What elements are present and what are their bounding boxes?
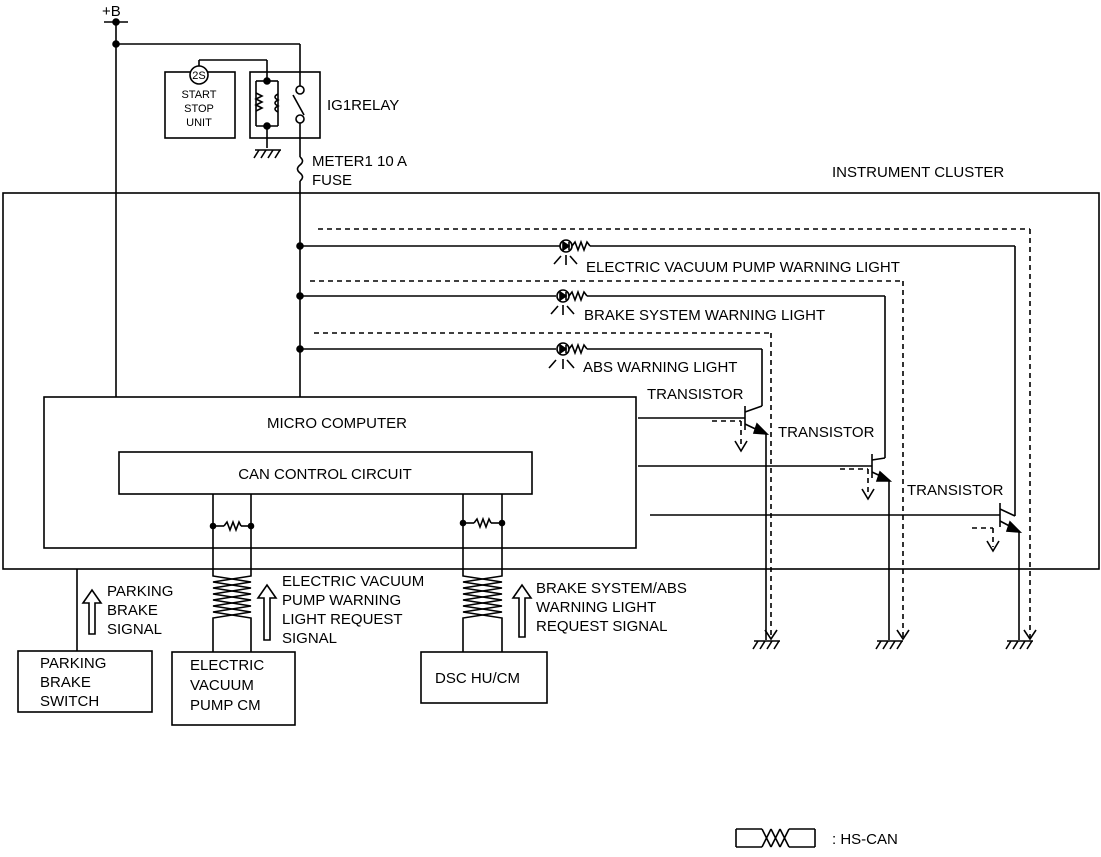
parking-signal-line-3: SIGNAL (107, 621, 162, 638)
evp-cm-box (171, 651, 296, 726)
evp-cm-line-2: VACUUM (190, 677, 254, 694)
transistor-2-label: TRANSISTOR (778, 424, 875, 441)
ig1-relay-box (249, 44, 321, 159)
can-control-circuit-label: CAN CONTROL CIRCUIT (238, 466, 412, 483)
can-bus-evp (209, 494, 255, 652)
evp-signal-line-2: PUMP WARNING (282, 592, 401, 609)
start-stop-label-2: STOP (184, 103, 214, 115)
abs-warning-light-label: ABS WARNING LIGHT (583, 359, 737, 376)
fuse-label-1: METER1 10 A (312, 153, 407, 170)
plus-b-label: +B (102, 3, 121, 20)
dashed-control-lines (310, 228, 1031, 638)
evp-signal-line-4: SIGNAL (282, 630, 337, 647)
parking-brake-switch-line-1: PARKING (40, 655, 106, 672)
evp-cm-line-1: ELECTRIC (190, 657, 264, 674)
parking-brake-signal-arrow (81, 588, 103, 635)
brake-abs-signal-line-3: REQUEST SIGNAL (536, 618, 667, 635)
evp-cm-line-3: PUMP CM (190, 697, 261, 714)
abs-warning-light-circuit (300, 342, 763, 406)
evp-warning-light-label: ELECTRIC VACUUM PUMP WARNING LIGHT (586, 259, 900, 276)
ground-symbols (752, 640, 1033, 650)
brake-warning-light-label: BRAKE SYSTEM WARNING LIGHT (584, 307, 825, 324)
start-stop-label-3: UNIT (186, 117, 212, 129)
ig1-relay-label: IG1RELAY (327, 97, 399, 114)
brake-abs-signal-line-2: WARNING LIGHT (536, 599, 656, 616)
transistor-1-symbol (638, 405, 770, 640)
brake-abs-signal-line-1: BRAKE SYSTEM/ABS (536, 580, 687, 597)
brake-abs-request-signal-arrow (511, 583, 533, 638)
can-bus-dsc (459, 494, 506, 652)
transistor-2-symbol (638, 454, 893, 640)
dsc-hu-cm-box (420, 651, 548, 704)
evp-signal-line-1: ELECTRIC VACUUM (282, 573, 424, 590)
hs-can-legend-label: : HS-CAN (832, 831, 898, 848)
evp-request-signal-arrow (256, 583, 278, 641)
fuse-label-2: FUSE (312, 172, 352, 189)
instrument-cluster-label: INSTRUMENT CLUSTER (832, 164, 1004, 181)
parking-brake-switch-line-3: SWITCH (40, 693, 99, 710)
parking-brake-switch-box (17, 650, 153, 713)
transistor-3-symbol (650, 503, 1023, 640)
transistor-3-label: TRANSISTOR (907, 482, 1004, 499)
instrument-cluster-frame (2, 192, 1100, 570)
evp-warning-light-circuit (300, 239, 1016, 516)
parking-brake-switch-line-2: BRAKE (40, 674, 91, 691)
micro-computer-label: MICRO COMPUTER (267, 415, 407, 432)
start-stop-label-1: START (181, 89, 216, 101)
hs-can-legend-symbol (735, 828, 816, 848)
battery-supply (104, 18, 300, 397)
evp-signal-line-3: LIGHT REQUEST (282, 611, 403, 628)
can-control-circuit-box (118, 451, 533, 495)
start-stop-badge: 2S (192, 70, 205, 82)
micro-computer-box (43, 396, 637, 549)
dsc-hu-cm-label: DSC HU/CM (435, 670, 520, 687)
parking-signal-line-2: BRAKE (107, 602, 158, 619)
transistor-1-label: TRANSISTOR (647, 386, 744, 403)
parking-signal-line-1: PARKING (107, 583, 173, 600)
brake-warning-light-circuit (300, 289, 886, 458)
